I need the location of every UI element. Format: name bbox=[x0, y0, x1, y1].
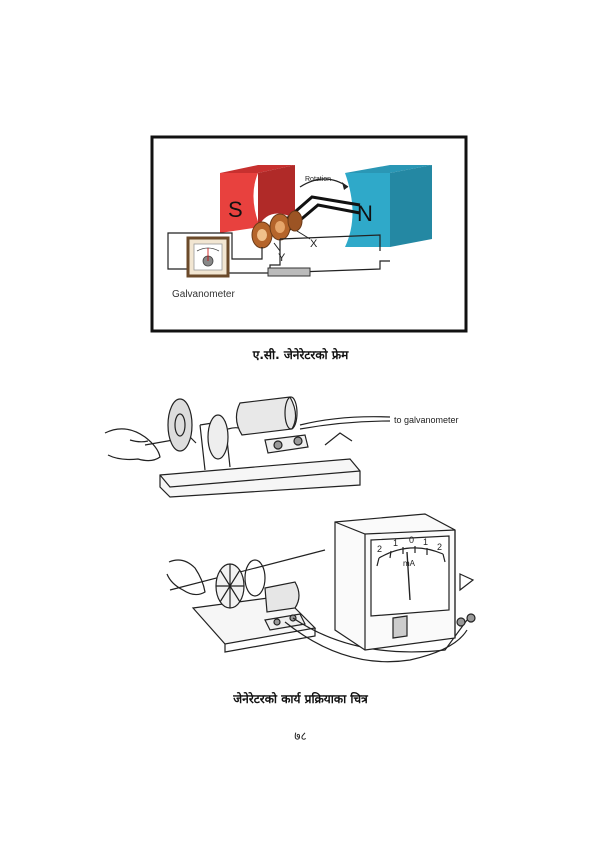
meter-needle bbox=[406, 551, 411, 601]
hand bbox=[104, 428, 161, 462]
ac-generator-diagram: S N Rotation X Y bbox=[150, 135, 468, 333]
y-label: Y bbox=[278, 252, 286, 264]
to-galvanometer-label: to galvanometer bbox=[394, 415, 459, 425]
circuit-wires bbox=[167, 232, 390, 274]
caption-ac-generator-frame: ए.सी. जेनेरेटरको फ्रेम bbox=[252, 348, 349, 362]
page-number: ७८ bbox=[294, 729, 307, 743]
scale-label-left-1: 1 bbox=[393, 538, 398, 548]
scale-label-right-2: 2 bbox=[437, 542, 442, 552]
s-pole-label: S bbox=[228, 197, 243, 222]
s-magnet bbox=[220, 165, 295, 233]
scale-label-left-2: 2 bbox=[377, 544, 382, 554]
resistor bbox=[267, 267, 311, 277]
x-label: X bbox=[310, 238, 318, 250]
galvanometer bbox=[186, 236, 230, 278]
generator-with-milliammeter-drawing: 2 1 0 1 2 mA bbox=[166, 513, 476, 663]
n-magnet bbox=[345, 165, 432, 247]
meter-scale bbox=[378, 547, 444, 559]
galvanometer-label: Galvanometer bbox=[172, 289, 235, 300]
scale-label-right-1: 1 bbox=[423, 537, 428, 547]
meter-unit-label: mA bbox=[403, 559, 416, 568]
rotation-label: Rotation bbox=[305, 176, 331, 183]
hand-crank-generator-drawing: to galvanometer bbox=[104, 396, 459, 498]
n-pole-label: N bbox=[357, 201, 373, 226]
hand bbox=[166, 559, 206, 596]
scale-label-zero: 0 bbox=[409, 535, 414, 545]
gear-wheel bbox=[167, 398, 193, 452]
caption-generator-process: जेनेरेटरको कार्य प्रक्रियाका चित्र bbox=[233, 692, 368, 706]
